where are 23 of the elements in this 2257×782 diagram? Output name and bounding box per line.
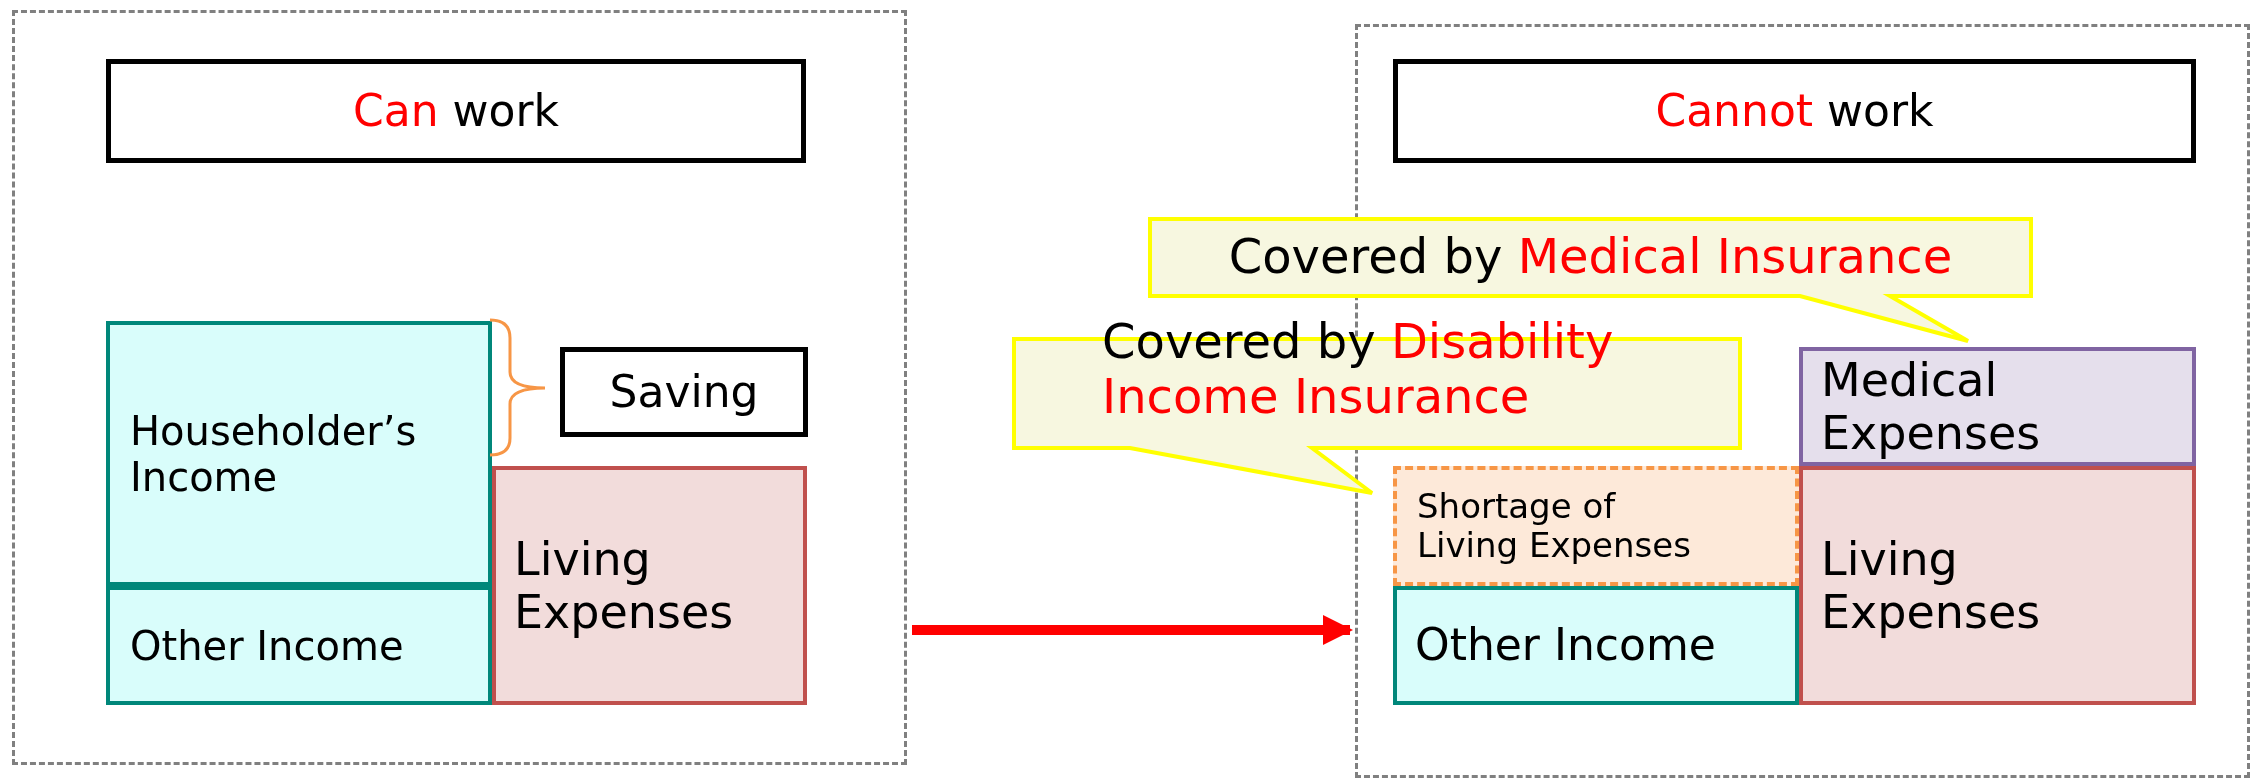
- label-text: Medical Expenses: [1821, 353, 2042, 460]
- expenses-block: [1799, 466, 2196, 705]
- label-text: Living Expenses: [1821, 532, 2042, 639]
- label-text: Shortage of Living Expenses: [1417, 486, 1692, 566]
- saving-box: [560, 347, 808, 437]
- label-text: Householder’s Income: [130, 407, 418, 500]
- expenses-block: [1799, 347, 2196, 466]
- panel: [12, 10, 907, 765]
- label-text: Can work: [352, 85, 560, 137]
- income-block: [106, 586, 492, 705]
- label-text: Saving: [609, 366, 759, 418]
- label-text: Living Expenses: [514, 532, 735, 639]
- expenses-block: [492, 466, 807, 705]
- income-block: [1393, 586, 1799, 705]
- shortage-block: [1393, 466, 1799, 586]
- arrow: [912, 615, 1353, 645]
- label-text: Other Income: [130, 622, 404, 669]
- heading-box: [1393, 59, 2196, 163]
- heading-box: [106, 59, 806, 163]
- label-text: Other Income: [1415, 620, 1716, 671]
- label-text: Cannot work: [1655, 85, 1934, 137]
- label-text: Covered by Medical Insurance: [1227, 228, 1954, 284]
- income-block: [106, 321, 492, 586]
